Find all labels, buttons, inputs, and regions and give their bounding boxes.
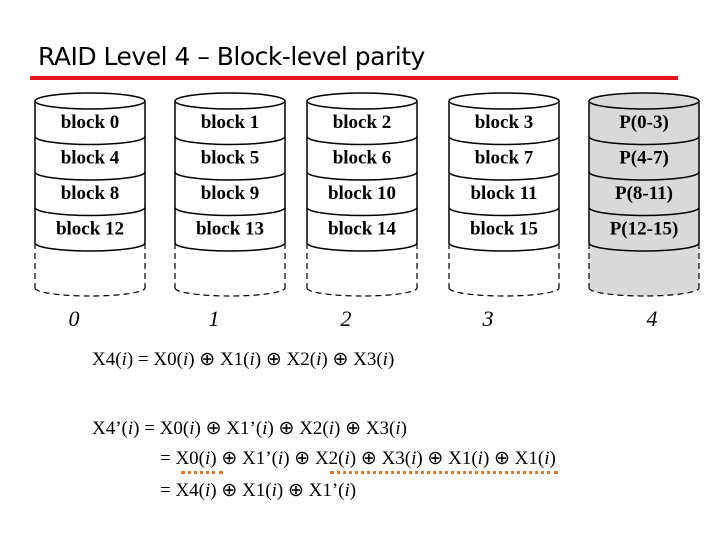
disk-row-separator: [174, 136, 286, 146]
equation-parity: X4(i) = X0(i) ⊕ X1(i) ⊕ X2(i) ⊕ X3(i): [92, 348, 394, 371]
disk-row-separator: [34, 171, 146, 181]
disk-row-separator: [34, 136, 146, 146]
parity-block-label: P(12-15): [610, 219, 679, 240]
data-block-label: block 14: [328, 219, 397, 240]
disk-row-separator: [588, 242, 700, 252]
disk-number: 3: [482, 306, 494, 331]
disk-row-separator: [448, 171, 560, 181]
disk-row-separator: [34, 207, 146, 217]
disk-1: block 1 block 5 block 9 block 13 1: [174, 92, 286, 331]
disk-body: [307, 101, 417, 288]
data-block-label: block 1: [201, 112, 260, 133]
data-block-label: block 2: [333, 112, 392, 133]
data-block-label: block 7: [475, 148, 534, 169]
disk-0: block 0 block 4 block 8 block 12 0: [34, 92, 146, 331]
disk-row-separator: [174, 207, 286, 217]
disk-body: [449, 101, 559, 288]
data-block-label: block 8: [61, 183, 120, 204]
data-block-label: block 4: [61, 148, 120, 169]
disk-top: [448, 92, 560, 110]
disk-row-separator: [448, 136, 560, 146]
data-block-label: block 10: [328, 183, 396, 204]
equation-expanded-text: = X0(i) ⊕ X1’(i) ⊕ X2(i) ⊕ X3(i) ⊕ X1(i)…: [160, 448, 556, 469]
data-block-label: block 12: [56, 219, 124, 240]
data-block-label: block 13: [196, 219, 264, 240]
disk-row-separator: [174, 171, 286, 181]
data-block-label: block 11: [470, 183, 537, 204]
equation-parity-text: X4(i) = X0(i) ⊕ X1(i) ⊕ X2(i) ⊕ X3(i): [92, 349, 395, 370]
equation-new-parity: X4’(i) = X0(i) ⊕ X1’(i) ⊕ X2(i) ⊕ X3(i): [92, 417, 407, 440]
disk-bottom-fill: [307, 288, 417, 296]
equation-expanded: = X0(i) ⊕ X1’(i) ⊕ X2(i) ⊕ X3(i) ⊕ X1(i)…: [160, 447, 556, 470]
disk-number: 2: [341, 306, 352, 331]
disk-top: [174, 92, 286, 110]
equation-simplified-text: = X4(i) ⊕ X1(i) ⊕ X1’(i): [160, 480, 357, 501]
disk-row-separator: [588, 136, 700, 146]
disk-number: 0: [69, 306, 80, 331]
parity-block-label: P(4-7): [619, 148, 669, 169]
parity-block-label: P(8-11): [615, 183, 673, 204]
underline-x0: [181, 471, 223, 474]
disk-3: block 3 block 7 block 11 block 15 3: [448, 92, 560, 331]
disk-bottom-fill: [35, 288, 145, 296]
disk-bottom-fill: [449, 288, 559, 296]
disk-row-separator: [306, 171, 418, 181]
disk-top: [306, 92, 418, 110]
underline-x2-x3: [330, 471, 558, 474]
disk-bottom-fill: [175, 288, 285, 296]
disk-2: block 2 block 6 block 10 block 14 2: [306, 92, 418, 331]
disk-row-separator: [174, 242, 286, 252]
disk-number: 4: [647, 306, 658, 331]
data-block-label: block 0: [61, 112, 120, 133]
equation-new-parity-text: X4’(i) = X0(i) ⊕ X1’(i) ⊕ X2(i) ⊕ X3(i): [92, 418, 407, 439]
disk-top: [588, 92, 700, 110]
disk-row-separator: [448, 242, 560, 252]
equation-simplified: = X4(i) ⊕ X1(i) ⊕ X1’(i): [160, 479, 356, 502]
slide-title: RAID Level 4 – Block-level parity: [38, 42, 425, 71]
disk-row-separator: [306, 242, 418, 252]
disk-row-separator: [448, 207, 560, 217]
disk-row-separator: [588, 171, 700, 181]
parity-block-label: P(0-3): [619, 112, 669, 133]
disk-row-separator: [588, 207, 700, 217]
disk-number: 1: [209, 306, 220, 331]
disk-top: [34, 92, 146, 110]
data-block-label: block 9: [201, 183, 260, 204]
title-rule: [30, 76, 678, 80]
disk-4: P(0-3) P(4-7) P(8-11) P(12-15) 4: [588, 92, 700, 331]
data-block-label: block 15: [470, 219, 538, 240]
disk-row-separator: [306, 207, 418, 217]
data-block-label: block 6: [333, 148, 392, 169]
disk-body: [589, 101, 699, 288]
disk-bottom-fill: [589, 288, 699, 296]
disk-body: [35, 101, 145, 288]
disk-body: [175, 101, 285, 288]
data-block-label: block 3: [475, 112, 534, 133]
disk-row-separator: [306, 136, 418, 146]
data-block-label: block 5: [201, 148, 260, 169]
disk-row-separator: [34, 242, 146, 252]
